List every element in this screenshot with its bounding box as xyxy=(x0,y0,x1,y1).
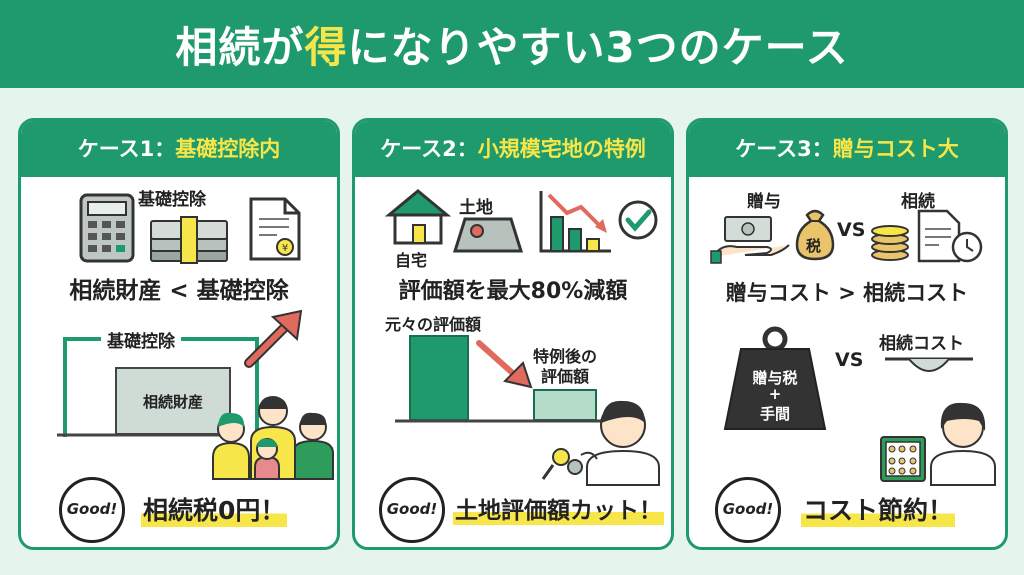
weight-line-1: 贈与税 xyxy=(752,369,798,387)
scale-pan-icon xyxy=(885,357,973,372)
check-circle-icon xyxy=(618,200,658,240)
hand-money-icon xyxy=(710,216,790,264)
header-banner xyxy=(0,0,1024,88)
document-icon: ¥ xyxy=(249,197,301,261)
tax-money-bag-icon xyxy=(795,209,835,261)
reduction-arrow-icon xyxy=(476,340,533,389)
tax-icon-label: 税 xyxy=(806,237,822,255)
after-bar xyxy=(533,389,597,421)
case2-after-label-2: 評価額 xyxy=(541,367,590,386)
family-illustration xyxy=(212,396,334,480)
person-with-keys-illustration xyxy=(541,400,660,486)
case2-before-label: 元々の評価額 xyxy=(385,315,482,334)
case-card-2: ケース2：小規模宅地の特例 自宅 土地 評価額を最大80%減額 元々の評価額 特… xyxy=(352,118,674,550)
weight-line-2: + xyxy=(768,385,782,403)
title-highlight: 得 xyxy=(304,23,348,72)
case1-icon-label: 基礎控除 xyxy=(138,190,206,210)
case3-inherit-label: 相続 xyxy=(901,192,935,212)
land-parcel-icon xyxy=(452,217,524,253)
case-card-2-header: ケース2：小規模宅地の特例 xyxy=(355,121,671,177)
svg-text:¥: ¥ xyxy=(282,243,288,254)
case-card-3-header: ケース3：贈与コスト大 xyxy=(689,121,1005,177)
case3-vs-1: VS xyxy=(837,219,866,241)
calculator-icon xyxy=(79,193,135,263)
case3-comparison: 贈与コスト > 相続コスト xyxy=(725,281,969,305)
baseline xyxy=(57,433,237,437)
case1-graph-label: 基礎控除 xyxy=(101,327,181,352)
woman-abacus-illustration xyxy=(880,402,996,486)
up-arrow-icon xyxy=(244,309,303,368)
before-bar xyxy=(409,335,469,421)
case1-result: 相続税0円！ xyxy=(141,491,288,527)
baseline xyxy=(395,419,611,423)
case3-gift-label: 贈与 xyxy=(747,192,781,212)
case3-scale-label: 相続コスト xyxy=(879,334,964,354)
weight-icon xyxy=(723,326,827,430)
page-title: 相続が得になりやすい3つのケース xyxy=(175,23,849,72)
case2-result: 土地評価額カット！ xyxy=(453,491,664,525)
case1-good-badge: Good! xyxy=(59,477,125,543)
weight-line-3: 手間 xyxy=(759,405,790,423)
document-clock-icon xyxy=(917,209,983,263)
case3-good-badge: Good! xyxy=(715,477,781,543)
case-card-1-header: ケース1：基礎控除内 xyxy=(21,121,337,177)
coins-icon xyxy=(871,225,909,261)
case3-vs-2: VS xyxy=(835,349,864,371)
case1-box-label: 相続財産 xyxy=(142,393,203,411)
case-card-1: ケース1：基礎控除内 基礎控除 ¥ 相続財産 < 基礎控除 基礎控除 相続財産 xyxy=(18,118,340,550)
cash-stack-icon xyxy=(150,216,228,264)
downtrend-chart-icon xyxy=(539,191,611,253)
case3-result: コスト節約！ xyxy=(801,491,956,527)
case2-good-badge: Good! xyxy=(379,477,445,543)
case1-comparison: 相続財産 < 基礎控除 xyxy=(69,278,289,304)
case2-comparison: 評価額を最大80%減額 xyxy=(398,279,628,304)
case2-after-label-1: 特例後の xyxy=(533,347,598,366)
case2-land-label: 土地 xyxy=(459,198,493,218)
asset-box xyxy=(115,367,231,435)
case2-home-label: 自宅 xyxy=(395,251,428,270)
house-icon xyxy=(384,189,452,245)
case-card-3: ケース3：贈与コスト大 贈与 税 VS 相続 贈与コスト > 相続コスト 贈与税… xyxy=(686,118,1008,550)
